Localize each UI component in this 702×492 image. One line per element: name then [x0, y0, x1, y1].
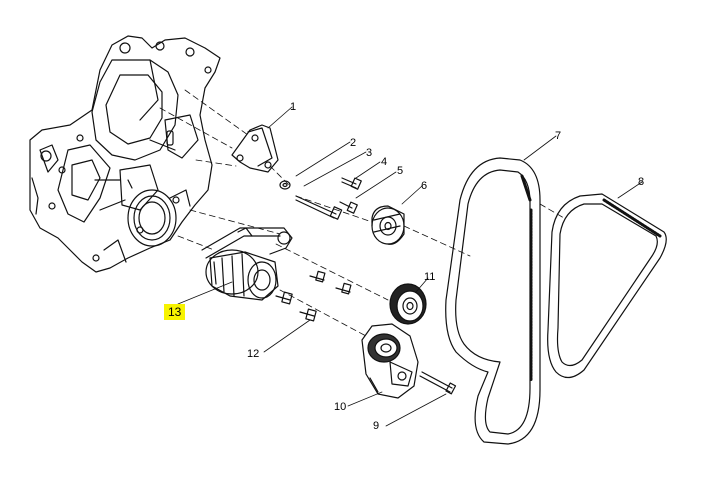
callout-10: 10	[334, 401, 347, 413]
callout-12: 12	[247, 348, 260, 360]
dowel-pin	[166, 130, 174, 146]
bolt-part-5	[339, 201, 358, 214]
callout-7: 7	[555, 130, 562, 142]
callout-11: 11	[424, 271, 436, 283]
bolt-part-9	[419, 371, 457, 395]
serpentine-belt-part-7	[445, 157, 541, 445]
grooved-pulley-part-11	[389, 283, 427, 325]
front-cover-housing	[29, 35, 221, 273]
callout-4: 4	[381, 156, 388, 168]
bolt-part-12	[275, 270, 352, 322]
callout-1: 1	[290, 101, 297, 113]
callout-3: 3	[366, 147, 373, 159]
accessory-belt-part-8	[547, 193, 667, 379]
belt-tensioner-part-10	[361, 323, 419, 399]
alternator-part-13	[201, 227, 293, 301]
callout-8: 8	[638, 176, 645, 188]
idler-pulley-part-6	[371, 205, 405, 245]
callout-leaders	[177, 106, 643, 427]
seal-ring	[127, 179, 191, 247]
bolt-part-2	[295, 195, 343, 220]
washer-part-3	[279, 180, 291, 190]
bracket-part-1	[231, 124, 279, 173]
bolt-part-4	[341, 177, 362, 190]
callout-9: 9	[373, 420, 380, 432]
callout-2: 2	[350, 137, 357, 149]
callout-6: 6	[421, 180, 428, 192]
callout-13-highlighted: 13	[164, 304, 186, 320]
callout-5: 5	[397, 165, 404, 177]
alignment-lines	[159, 89, 565, 337]
